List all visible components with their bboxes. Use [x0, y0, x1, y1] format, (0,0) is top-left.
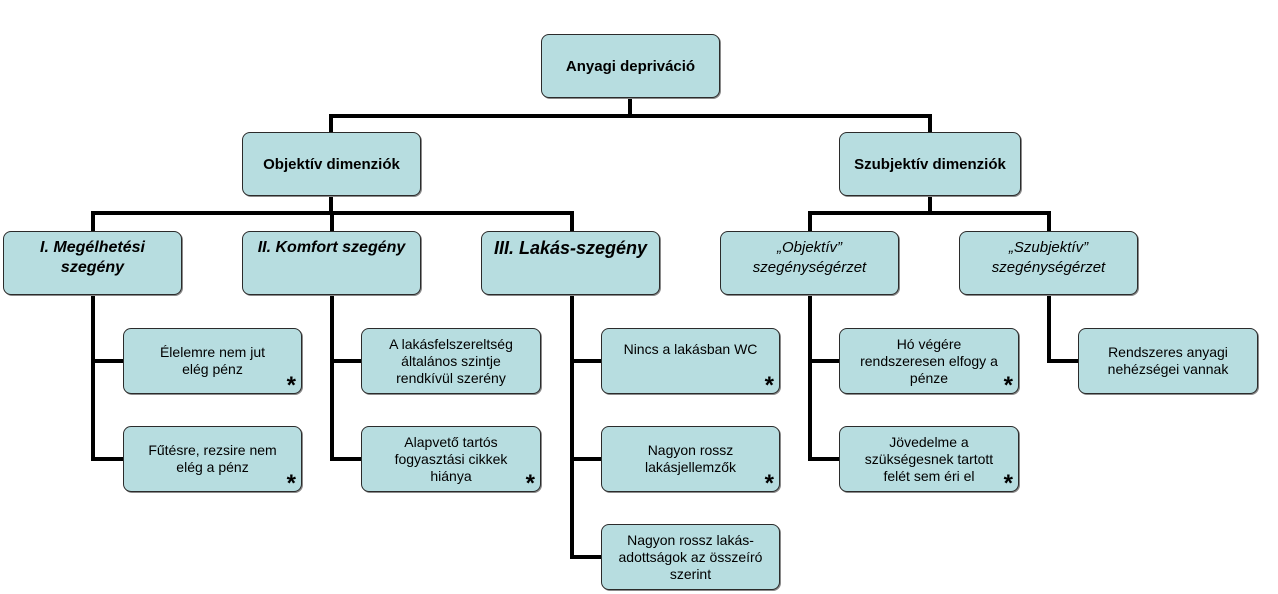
root-node: Anyagi depriváció	[541, 34, 720, 98]
connector-subjfeel-leaves	[1047, 293, 1080, 363]
indicator-label: Nagyon rossz lakásjellemzők	[644, 442, 737, 475]
indicator-label: Nagyon rossz lakás- adottságok az összeí…	[618, 531, 763, 582]
asterisk-marker: *	[764, 372, 774, 399]
asterisk-marker: *	[286, 470, 296, 497]
indicator-money-runs-out: Hó végére rendszeresen elfogy a pénze *	[839, 328, 1019, 398]
indicator-label: Hó végére rendszeresen elfogy a pénze	[860, 335, 998, 386]
asterisk-marker: *	[764, 470, 774, 497]
connector-cat1-leaves	[91, 293, 125, 461]
category-comfort-label: II. Komfort szegény	[257, 239, 406, 256]
indicator-label: Élelemre nem jut elég pénz	[159, 344, 266, 377]
connector-cat3-leaves	[570, 293, 603, 559]
asterisk-marker: *	[1003, 372, 1013, 399]
category-subsistence-poverty: I. Megélhetési szegény	[3, 231, 182, 295]
connector-root-dimensions	[329, 96, 932, 134]
connector-cat2-leaves	[330, 293, 363, 461]
asterisk-marker: *	[286, 372, 296, 399]
asterisk-marker: *	[525, 470, 535, 497]
category-comfort-poverty: II. Komfort szegény	[242, 231, 421, 295]
indicator-label: Alapvető tartós fogyasztási cikkek hiány…	[394, 433, 508, 484]
indicator-regular-financial-difficulties: Rendszeres anyagi nehézségei vannak	[1078, 328, 1258, 394]
connector-objective-categories	[91, 194, 574, 233]
category-housing-poverty: III. Lakás-szegény	[481, 231, 660, 295]
category-housing-label: III. Lakás-szegény	[493, 238, 648, 258]
indicator-bad-housing: Nagyon rossz lakásjellemzők *	[601, 426, 780, 496]
category-subsistence-label: I. Megélhetési szegény	[40, 239, 145, 276]
indicator-income-below-half: Jövedelme a szükségesnek tartott felét s…	[839, 426, 1019, 496]
indicator-label: Fűtésre, rezsire nem elég a pénz	[148, 442, 277, 475]
dimension-objective-label: Objektív dimenziók	[263, 155, 400, 173]
dimension-subjective: Szubjektív dimenziók	[839, 132, 1021, 196]
indicator-home-equipment: A lakásfelszereltség általános szintje r…	[361, 328, 541, 394]
dimension-subjective-label: Szubjektív dimenziók	[854, 155, 1006, 173]
indicator-no-wc: Nincs a lakásban WC *	[601, 328, 780, 398]
indicator-label: Jövedelme a szükségesnek tartott felét s…	[864, 433, 994, 484]
category-objective-feeling-label: „Objektív” szegénységérzet	[752, 239, 867, 276]
category-subjective-feeling: „Szubjektív” szegénységérzet	[959, 231, 1138, 295]
indicator-label: Rendszeres anyagi nehézségei vannak	[1107, 344, 1229, 377]
indicator-label: A lakásfelszereltség általános szintje r…	[389, 335, 513, 386]
asterisk-marker: *	[1003, 470, 1013, 497]
category-objective-feeling: „Objektív” szegénységérzet	[720, 231, 899, 295]
indicator-label: Nincs a lakásban WC	[623, 341, 758, 357]
connector-subjective-categories	[808, 194, 1051, 233]
dimension-objective: Objektív dimenziók	[242, 132, 421, 196]
category-subjective-feeling-label: „Szubjektív” szegénységérzet	[991, 239, 1106, 276]
indicator-food-money: Élelemre nem jut elég pénz *	[123, 328, 302, 398]
root-label: Anyagi depriváció	[565, 57, 696, 75]
indicator-bad-conditions-enumerator: Nagyon rossz lakás- adottságok az összeí…	[601, 524, 780, 590]
indicator-heating-money: Fűtésre, rezsire nem elég a pénz *	[123, 426, 302, 496]
connector-objfeel-leaves	[808, 293, 841, 461]
indicator-durable-goods: Alapvető tartós fogyasztási cikkek hiány…	[361, 426, 541, 496]
